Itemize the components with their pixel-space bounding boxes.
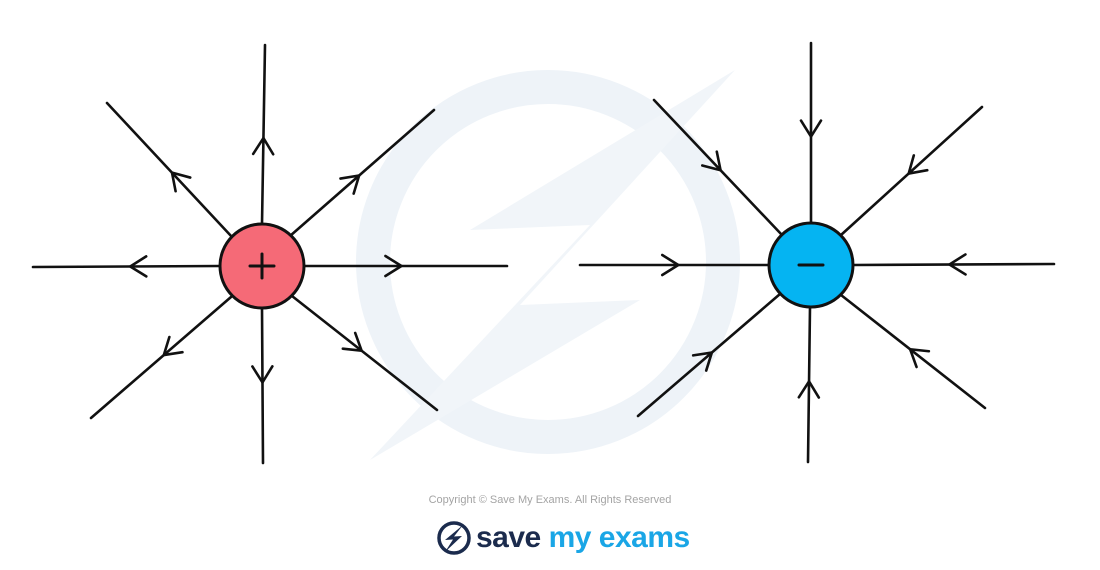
positive-arrow-head-1 bbox=[339, 174, 361, 195]
positive-field-line-6 bbox=[31, 264, 222, 269]
positive-charge-field bbox=[31, 43, 509, 465]
background-watermark bbox=[356, 70, 740, 460]
positive-arrow-head-4 bbox=[251, 365, 274, 384]
positive-arrow-head-5 bbox=[162, 335, 184, 357]
negative-charge-field bbox=[578, 41, 1056, 464]
brand-word-exams: exams bbox=[598, 521, 690, 554]
positive-field-line-4 bbox=[260, 306, 265, 465]
brand-word-my: my bbox=[548, 521, 592, 554]
negative-field-line-4 bbox=[806, 305, 812, 464]
positive-field-line-0 bbox=[260, 43, 267, 226]
positive-field-line-3 bbox=[290, 294, 439, 412]
negative-field-line-3 bbox=[839, 293, 987, 410]
positive-arrow-head-2 bbox=[384, 254, 403, 278]
positive-field-line-5 bbox=[89, 295, 233, 420]
positive-arrow-head-7 bbox=[170, 171, 192, 193]
negative-arrow-head-3 bbox=[908, 347, 931, 369]
positive-arrow-head-0 bbox=[251, 136, 275, 156]
negative-arrow-head-2 bbox=[948, 253, 967, 276]
negative-field-line-1 bbox=[839, 105, 984, 237]
negative-arrow-head-4 bbox=[797, 380, 821, 399]
brand-word-save: save bbox=[476, 521, 541, 554]
copyright-notice: Copyright © Save My Exams. All Rights Re… bbox=[428, 494, 672, 506]
positive-field-line-7 bbox=[105, 101, 234, 239]
lightning-bolt-icon bbox=[437, 521, 471, 555]
negative-field-line-2 bbox=[851, 262, 1056, 267]
negative-arrow-head-1 bbox=[907, 154, 929, 175]
negative-arrow-head-5 bbox=[691, 351, 714, 372]
positive-field-line-1 bbox=[288, 108, 436, 238]
positive-arrow-head-6 bbox=[128, 255, 148, 278]
positive-arrow-head-3 bbox=[341, 331, 363, 353]
negative-arrow-head-0 bbox=[799, 119, 823, 138]
negative-arrow-head-7 bbox=[700, 150, 722, 172]
negative-field-line-7 bbox=[652, 98, 784, 237]
brand-wordmark: save my exams bbox=[476, 520, 690, 556]
negative-arrow-head-6 bbox=[660, 253, 680, 277]
negative-field-line-5 bbox=[636, 292, 782, 418]
brand-logo: save my exams bbox=[436, 516, 690, 560]
